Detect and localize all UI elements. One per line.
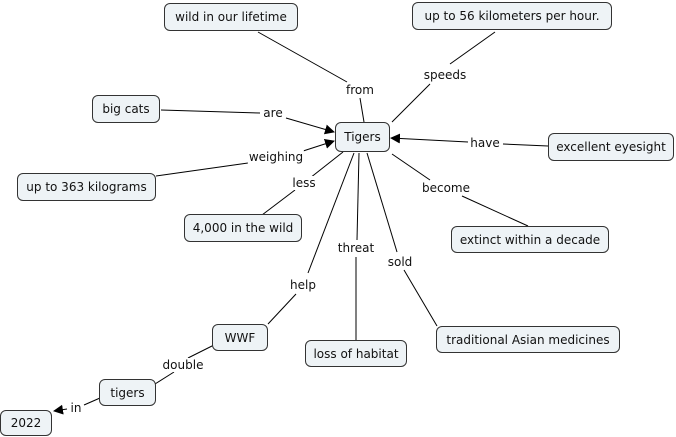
line-tigers-to-become — [391, 153, 431, 181]
line-speeds-to-speed — [449, 31, 496, 65]
node-wild-count[interactable]: 4,000 in the wild — [184, 214, 302, 242]
link-label-threat: threat — [336, 241, 376, 255]
link-label-less: less — [291, 176, 317, 190]
line-double-to-tigers-small — [154, 371, 175, 385]
line-eyesight-to-have — [502, 143, 549, 147]
line-less-to-wildcount — [261, 189, 296, 216]
node-big-cats[interactable]: big cats — [92, 95, 160, 123]
line-wild-to-from — [257, 31, 348, 83]
node-traditional-asian-medicines[interactable]: traditional Asian medicines — [436, 326, 620, 353]
node-weight[interactable]: up to 363 kilograms — [17, 173, 156, 201]
link-label-help: help — [289, 278, 317, 292]
line-tigers-to-sold — [366, 152, 398, 253]
line-tigers-to-speeds — [391, 83, 431, 123]
node-wwf[interactable]: WWF — [212, 324, 268, 351]
link-label-speeds: speeds — [422, 68, 468, 82]
line-bigcats-to-are — [160, 109, 261, 114]
link-label-become: become — [420, 181, 472, 195]
line-become-to-extinct — [461, 195, 529, 227]
link-label-are: are — [262, 106, 284, 120]
node-tigers[interactable]: Tigers — [335, 122, 390, 152]
line-weight-to-weighing — [155, 162, 249, 177]
line-have-to-tigers — [390, 133, 469, 144]
line-tigers-to-less — [309, 151, 344, 179]
line-sold-to-medicines — [403, 269, 438, 327]
line-tigers-small-to-in — [83, 397, 101, 406]
line-tigers-to-help — [307, 152, 355, 274]
line-tigers-to-threat — [356, 152, 360, 241]
node-year[interactable]: 2022 — [0, 410, 52, 436]
line-are-to-tigers — [285, 117, 335, 135]
node-extinct[interactable]: extinct within a decade — [451, 226, 609, 253]
line-wwf-to-double — [187, 344, 215, 359]
node-wild-in-our-lifetime[interactable]: wild in our lifetime — [164, 3, 298, 31]
link-label-from: from — [345, 83, 375, 97]
link-label-weighing: weighing — [247, 150, 305, 164]
line-help-to-wwf — [267, 293, 297, 325]
node-loss-of-habitat[interactable]: loss of habitat — [305, 340, 407, 367]
link-label-double: double — [161, 358, 205, 372]
link-label-sold: sold — [386, 255, 414, 269]
line-from-to-tigers — [359, 97, 365, 123]
line-weighing-to-tigers — [299, 139, 335, 153]
link-label-have: have — [469, 136, 501, 150]
node-excellent-eyesight[interactable]: excellent eyesight — [548, 133, 674, 161]
link-label-in: in — [69, 401, 83, 415]
line-in-to-year — [53, 404, 68, 415]
node-tigers-small[interactable]: tigers — [99, 379, 156, 406]
node-speed[interactable]: up to 56 kilometers per hour. — [412, 2, 612, 30]
